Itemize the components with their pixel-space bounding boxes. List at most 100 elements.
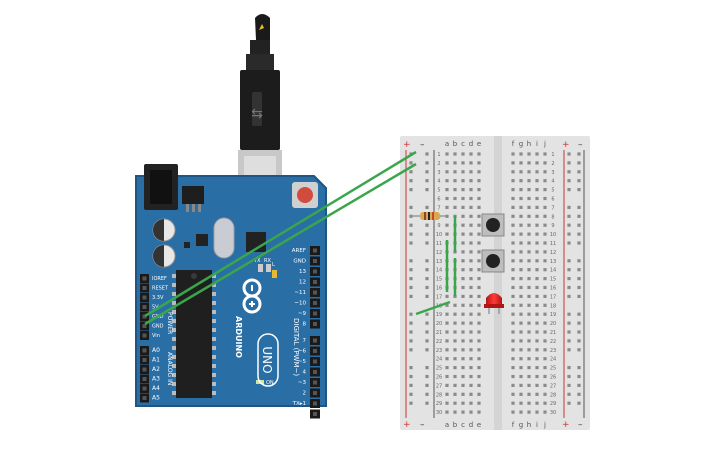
breadboard-hole[interactable]: [469, 241, 473, 245]
breadboard-hole[interactable]: [519, 259, 523, 263]
rail-hole[interactable]: [567, 277, 571, 281]
breadboard-hole[interactable]: [453, 294, 457, 298]
breadboard-hole[interactable]: [511, 205, 515, 209]
breadboard-hole[interactable]: [535, 410, 539, 414]
rail-hole[interactable]: [577, 188, 581, 192]
breadboard-hole[interactable]: [519, 285, 523, 290]
breadboard-hole[interactable]: [527, 241, 531, 245]
rail-hole[interactable]: [567, 401, 571, 405]
breadboard-hole[interactable]: [535, 161, 539, 165]
breadboard-hole[interactable]: [469, 170, 473, 174]
breadboard-hole[interactable]: [511, 383, 515, 387]
breadboard-hole[interactable]: [511, 312, 515, 316]
breadboard-hole[interactable]: [477, 188, 481, 192]
breadboard-hole[interactable]: [527, 374, 531, 379]
breadboard-hole[interactable]: [535, 374, 539, 379]
rail-hole[interactable]: [577, 277, 581, 281]
rail-hole[interactable]: [577, 383, 581, 387]
rail-hole[interactable]: [567, 152, 571, 156]
rail-hole[interactable]: [577, 285, 581, 290]
breadboard-hole[interactable]: [527, 366, 531, 370]
breadboard-hole[interactable]: [469, 223, 473, 227]
rail-hole[interactable]: [409, 259, 413, 263]
breadboard-hole[interactable]: [511, 366, 515, 370]
rail-hole[interactable]: [425, 330, 429, 334]
breadboard-hole[interactable]: [461, 170, 465, 174]
rail-hole[interactable]: [425, 161, 429, 165]
breadboard-hole[interactable]: [519, 223, 523, 227]
rail-hole[interactable]: [567, 223, 571, 227]
rail-hole[interactable]: [577, 214, 581, 218]
rail-hole[interactable]: [425, 348, 429, 352]
breadboard-hole[interactable]: [469, 357, 473, 361]
breadboard-hole[interactable]: [469, 205, 473, 209]
breadboard-hole[interactable]: [511, 303, 515, 307]
rail-hole[interactable]: [567, 294, 571, 298]
breadboard-hole[interactable]: [535, 285, 539, 290]
breadboard-hole[interactable]: [535, 330, 539, 334]
breadboard-hole[interactable]: [519, 250, 523, 254]
breadboard-hole[interactable]: [445, 321, 449, 325]
breadboard-hole[interactable]: [477, 205, 481, 209]
breadboard-hole[interactable]: [543, 268, 547, 272]
breadboard-hole[interactable]: [461, 330, 465, 334]
rail-hole[interactable]: [577, 330, 581, 334]
breadboard-hole[interactable]: [519, 348, 523, 352]
breadboard-hole[interactable]: [461, 374, 465, 379]
breadboard-hole[interactable]: [519, 357, 523, 361]
rail-hole[interactable]: [567, 170, 571, 174]
breadboard-hole[interactable]: [543, 161, 547, 165]
breadboard-hole[interactable]: [543, 152, 547, 156]
breadboard-hole[interactable]: [535, 383, 539, 387]
rail-hole[interactable]: [425, 232, 429, 236]
rail-hole[interactable]: [577, 294, 581, 298]
breadboard-hole[interactable]: [445, 410, 449, 414]
breadboard-hole[interactable]: [477, 277, 481, 281]
breadboard-hole[interactable]: [461, 268, 465, 272]
rail-hole[interactable]: [425, 294, 429, 298]
rail-hole[interactable]: [567, 383, 571, 387]
rail-hole[interactable]: [425, 321, 429, 325]
breadboard-hole[interactable]: [527, 357, 531, 361]
breadboard-hole[interactable]: [543, 232, 547, 236]
breadboard-hole[interactable]: [511, 188, 515, 192]
breadboard-hole[interactable]: [477, 392, 481, 396]
rail-hole[interactable]: [577, 366, 581, 370]
breadboard-hole[interactable]: [445, 357, 449, 361]
breadboard-hole[interactable]: [543, 392, 547, 396]
breadboard-hole[interactable]: [445, 401, 449, 405]
breadboard-hole[interactable]: [527, 330, 531, 334]
breadboard-hole[interactable]: [453, 401, 457, 405]
breadboard-hole[interactable]: [461, 232, 465, 236]
breadboard-hole[interactable]: [543, 321, 547, 325]
rail-hole[interactable]: [409, 241, 413, 245]
breadboard-hole[interactable]: [477, 401, 481, 405]
rail-hole[interactable]: [567, 285, 571, 290]
breadboard[interactable]: [400, 136, 590, 430]
breadboard-hole[interactable]: [461, 294, 465, 298]
breadboard-hole[interactable]: [543, 285, 547, 290]
breadboard-hole[interactable]: [535, 188, 539, 192]
breadboard-hole[interactable]: [477, 170, 481, 174]
rail-hole[interactable]: [409, 366, 413, 370]
breadboard-hole[interactable]: [511, 339, 515, 343]
breadboard-hole[interactable]: [543, 205, 547, 209]
breadboard-hole[interactable]: [543, 410, 547, 414]
breadboard-hole[interactable]: [543, 339, 547, 343]
rail-hole[interactable]: [567, 188, 571, 192]
rail-hole[interactable]: [409, 339, 413, 343]
breadboard-hole[interactable]: [527, 401, 531, 405]
rail-hole[interactable]: [409, 170, 413, 174]
breadboard-hole[interactable]: [519, 392, 523, 396]
rail-hole[interactable]: [577, 348, 581, 352]
breadboard-hole[interactable]: [527, 188, 531, 192]
rail-hole[interactable]: [409, 188, 413, 192]
breadboard-hole[interactable]: [453, 170, 457, 174]
breadboard-hole[interactable]: [461, 321, 465, 325]
rail-hole[interactable]: [425, 268, 429, 272]
breadboard-hole[interactable]: [461, 303, 465, 307]
breadboard-hole[interactable]: [445, 294, 449, 298]
breadboard-hole[interactable]: [527, 161, 531, 165]
breadboard-hole[interactable]: [469, 339, 473, 343]
breadboard-hole[interactable]: [527, 232, 531, 236]
